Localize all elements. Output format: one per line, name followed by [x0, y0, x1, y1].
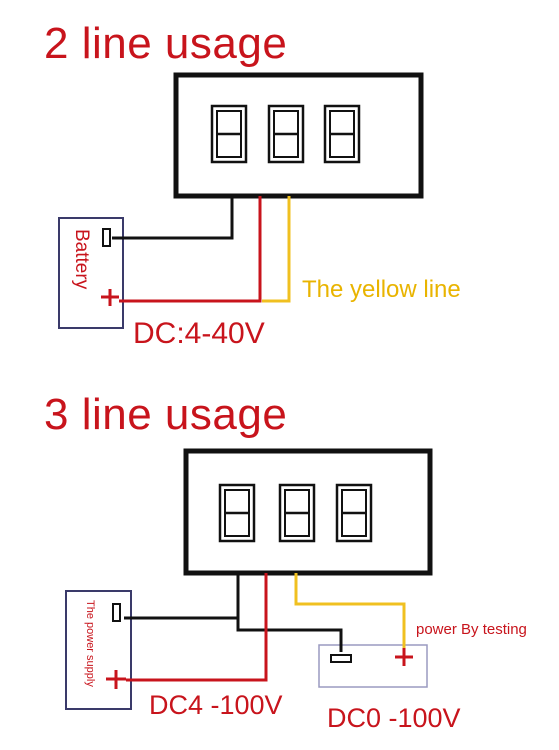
section1-title: 2 line usage — [44, 19, 288, 68]
dc0-100v-label: DC0 -100V — [327, 703, 461, 733]
display-module-2 — [183, 448, 433, 576]
battery-label: Battery — [71, 229, 92, 290]
test-plus-terminal — [395, 648, 413, 666]
black-wire-supply — [124, 573, 240, 620]
yellow-wire-2 — [294, 573, 406, 648]
battery-1: Battery — [58, 217, 124, 329]
black-wire-1 — [112, 196, 234, 240]
test-device — [318, 644, 428, 688]
battery-plus-terminal — [101, 289, 119, 306]
power-supply-label: The power supply — [84, 600, 96, 687]
wires-2 — [124, 573, 406, 682]
red-wire-1 — [119, 196, 262, 303]
power-supply: The power supply — [65, 590, 132, 710]
yellow-wire-1 — [262, 196, 291, 303]
wires-1 — [112, 196, 291, 303]
section2-title: 3 line usage — [44, 390, 288, 439]
battery-minus-terminal — [102, 228, 111, 247]
test-minus-terminal — [330, 654, 352, 663]
red-wire-2 — [126, 573, 268, 682]
supply-plus-terminal — [106, 670, 126, 689]
dc4-100v-label: DC4 -100V — [149, 690, 283, 720]
supply-minus-terminal — [112, 603, 121, 622]
power-by-testing-label: power By testing — [416, 621, 527, 638]
black-wire-test — [236, 618, 343, 652]
yellow-line-label: The yellow line — [302, 276, 461, 303]
display-module-1 — [173, 72, 424, 199]
dc-4-40v-label: DC:4-40V — [133, 317, 265, 350]
